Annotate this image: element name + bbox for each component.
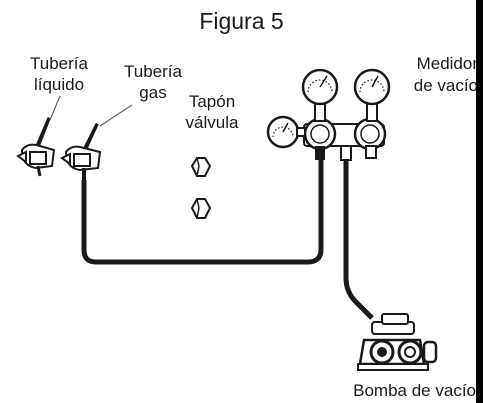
- vacuum-pump-label: Bomba de vacío: [353, 381, 476, 400]
- vacuum-gauge-label-line1: Medidor: [416, 54, 478, 73]
- vacuum-gauge-label-line2: de vacío: [413, 76, 478, 95]
- pump-hose: [343, 160, 374, 320]
- right-edge-bar: [476, 0, 483, 403]
- vacuum-pump-icon: [357, 313, 438, 371]
- liquid-pipe-valve-icon: [16, 117, 56, 177]
- liquid-pipe-leader: [49, 95, 61, 121]
- liquid-pipe-label-line1: Tubería: [30, 54, 88, 73]
- gas-pipe-valve-icon: [60, 122, 102, 182]
- valve-cap-icon-1: [190, 157, 212, 177]
- figure-title: Figura 5: [199, 8, 284, 34]
- valve-cap-icon-2: [190, 198, 212, 219]
- charge-hose: [81, 160, 324, 265]
- gas-pipe-label-line2: gas: [139, 83, 167, 102]
- manifold-gauge-icon: [266, 68, 391, 161]
- gas-pipe-label-line1: Tubería: [124, 62, 182, 81]
- gas-pipe-leader: [99, 104, 133, 127]
- liquid-pipe-label-line2: líquido: [33, 75, 85, 94]
- valve-cap-label-line2: válvula: [185, 113, 239, 132]
- valve-cap-label-line1: Tapón: [188, 92, 236, 111]
